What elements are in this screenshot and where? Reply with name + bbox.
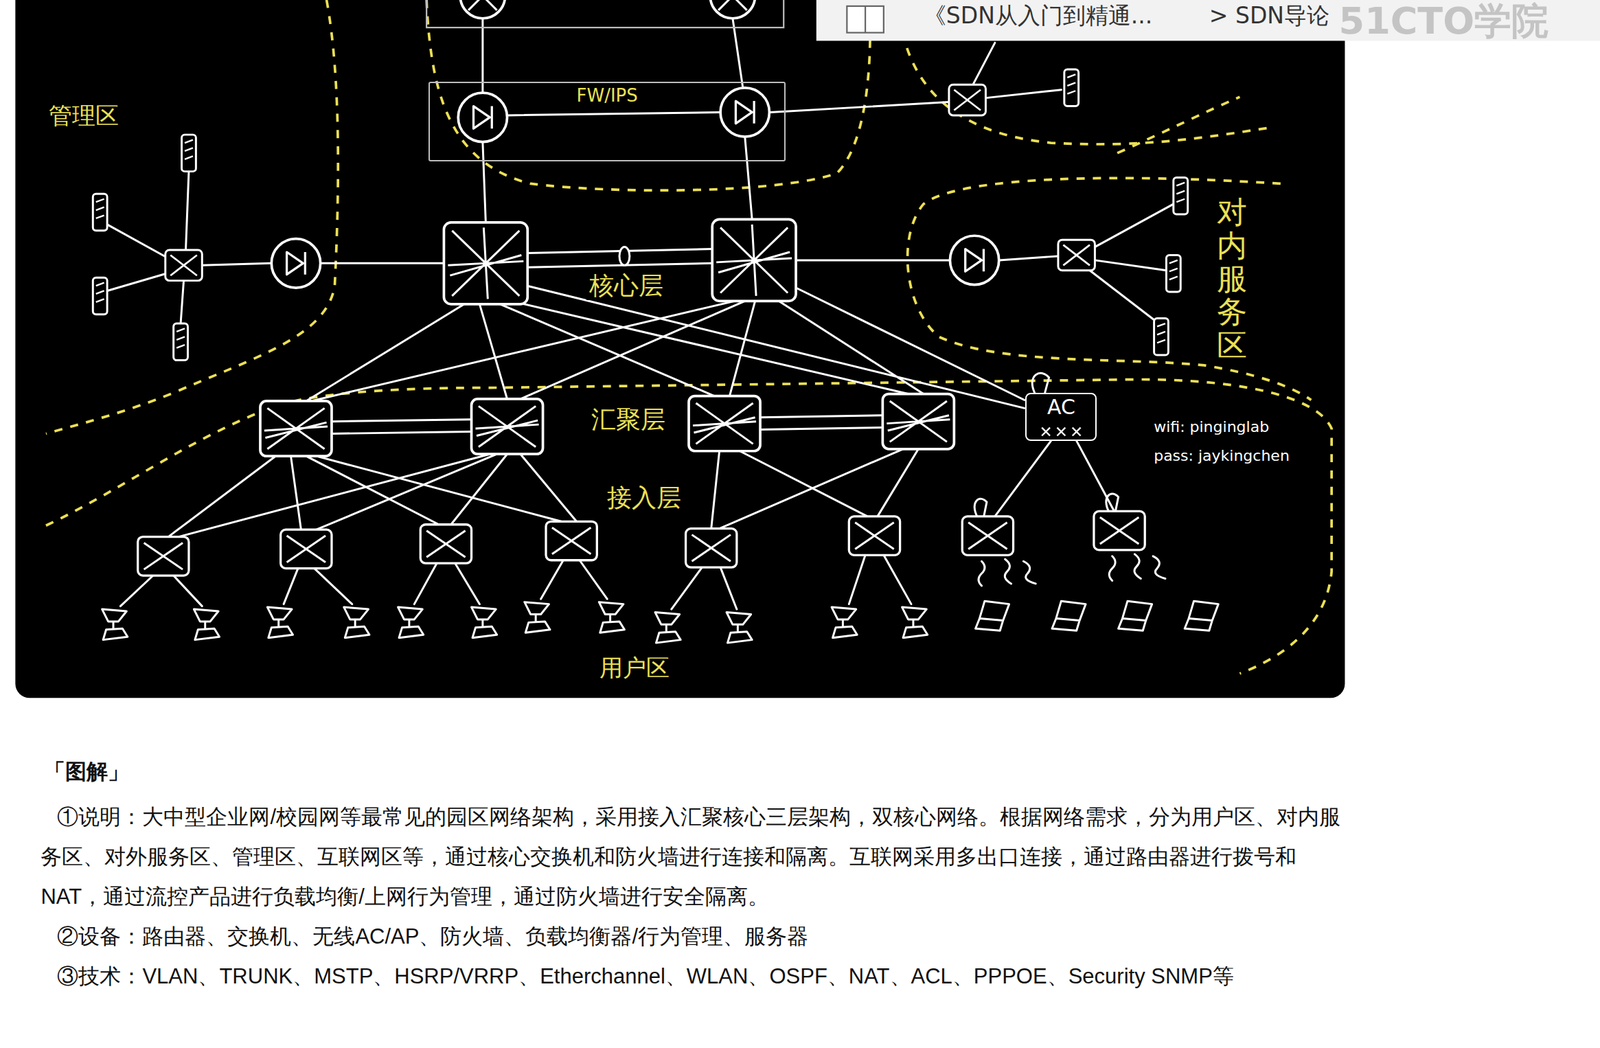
document-icon-fold — [864, 6, 866, 33]
server — [1064, 69, 1079, 106]
breadcrumb: > SDN导论 — [1209, 2, 1330, 29]
wireless-signal — [978, 554, 1166, 586]
server — [92, 277, 108, 314]
zone-boundary — [1117, 96, 1240, 154]
switch — [1058, 239, 1095, 271]
server — [173, 323, 189, 360]
pc — [102, 609, 128, 640]
firewall-group-box: FW/IPS — [428, 81, 786, 162]
server — [1154, 318, 1169, 356]
paragraph: ①说明：大中型企业网/校园网等最常见的园区网络架构，采用接入汇聚核心三层架构，双… — [40, 797, 1347, 917]
tab-title: 《SDN从入门到精通... — [923, 2, 1153, 29]
server — [1173, 177, 1188, 215]
server — [92, 193, 108, 231]
access-switch — [686, 528, 737, 568]
aggregation-switch — [260, 401, 332, 456]
section-heading: 「图解」 — [43, 759, 130, 785]
node-label: FW/IPS — [573, 85, 640, 107]
paragraph: ③技术：VLAN、TRUNK、MSTP、HSRP/VRRP、Etherchann… — [40, 956, 1347, 997]
pc — [524, 602, 551, 634]
ac-controller-box: AC — [1025, 392, 1097, 441]
core-switch — [443, 222, 528, 305]
laptop — [1184, 600, 1219, 631]
access-switch — [420, 524, 472, 564]
switch — [165, 249, 202, 281]
zone-label: 管理区 — [46, 102, 122, 130]
uplink-wires — [482, 18, 1061, 223]
laptop — [1118, 600, 1153, 631]
access-point — [962, 516, 1013, 555]
pc — [398, 607, 424, 638]
watermark: 51CTO学院 — [1339, 0, 1550, 43]
pc — [655, 612, 681, 644]
pc — [726, 612, 752, 644]
access-switch — [545, 521, 597, 560]
bundle-mark — [619, 247, 630, 266]
document-icon — [846, 6, 884, 33]
zone-boundary — [907, 177, 1312, 400]
layer-label: 核心层 — [586, 271, 667, 300]
blackboard — [15, 0, 1345, 698]
server — [181, 134, 197, 171]
pc — [344, 607, 370, 638]
layer-label: 接入层 — [604, 483, 684, 512]
pc — [598, 602, 625, 634]
wifi-note: pass: jaykingchen — [1150, 447, 1293, 465]
zone-boundary — [426, 0, 871, 191]
pc — [267, 607, 293, 638]
switch — [949, 84, 986, 116]
router — [710, 0, 755, 19]
core-switch — [712, 219, 796, 301]
firewall — [458, 92, 507, 142]
router — [460, 0, 505, 19]
access-switch — [138, 536, 189, 576]
wifi-note: wifi: pinginglab — [1150, 418, 1272, 436]
paragraph: ②设备：路由器、交换机、无线AC/AP、防火墙、负载均衡器/行为管理、服务器 — [40, 916, 1347, 957]
internal-service-wires — [795, 203, 1174, 322]
aggregation-switch — [688, 396, 761, 452]
access-point — [1093, 510, 1145, 550]
aggregation-switch — [471, 398, 544, 454]
firewall — [720, 87, 770, 137]
laptop — [975, 600, 1010, 631]
node-label: AC — [1044, 395, 1079, 420]
aggregation-switch — [882, 394, 954, 450]
zone-label: 用户区 — [596, 654, 673, 682]
access-pc-wires — [120, 554, 912, 610]
pc — [902, 607, 928, 638]
layer-label: 汇聚层 — [588, 405, 669, 434]
firewall — [271, 238, 320, 288]
pc — [471, 607, 498, 638]
core-aggregation-wires — [306, 285, 1025, 408]
zone-boundary — [46, 379, 1332, 673]
access-switch — [280, 529, 332, 568]
laptop — [1052, 600, 1086, 631]
firewall — [949, 235, 999, 285]
pc — [831, 607, 857, 638]
antenna — [974, 372, 1118, 518]
ac-port-marks — [1041, 427, 1081, 437]
management-wires — [107, 171, 444, 324]
access-switch — [848, 516, 900, 555]
zone-label: 对内服务区 — [1214, 195, 1250, 362]
zone-boundary — [46, 0, 338, 434]
pc — [193, 609, 220, 640]
server — [1166, 254, 1181, 292]
